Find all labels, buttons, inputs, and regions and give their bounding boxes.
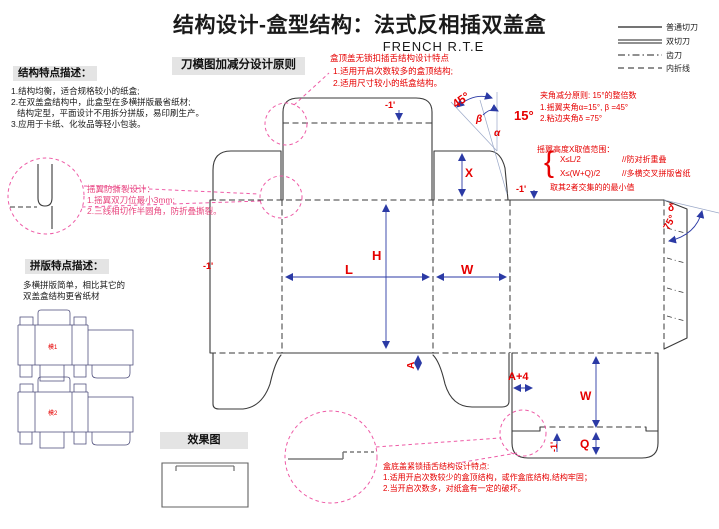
legend-line-samples (618, 26, 662, 69)
angle-construction-lines (450, 92, 719, 214)
dim-H: H (372, 248, 382, 263)
page-title: 结构设计-盒型结构：法式反相插双盖盒 (173, 14, 546, 37)
structure-note-1: 1.结构均衡，适合规格较小的纸盒; (11, 86, 140, 96)
dim-minus1-backpanel: -1' (516, 184, 527, 194)
principle-section-header: 刀模图加减分设计原则 (172, 57, 305, 75)
legend-label-perforation: 齿刀 (666, 51, 682, 60)
imposition-die1-label: 模1 (48, 345, 58, 351)
angle-annotation-line1: 1.摇翼夹角α=15°, β =45° (540, 103, 629, 112)
wing-height-title: 摇翼高度X取值范围： (537, 145, 615, 154)
tear-annotation-line2: 2.三线相切作半圆角，防折叠撕裂。 (87, 206, 222, 216)
tear-annotation-title: 摇翼防撕裂设计： (87, 184, 156, 194)
bottomlid-annotation-line1: 1.适用开启次数较少的盒顶结构，或作盒底结构,结构牢固； (383, 473, 592, 482)
detail-circles (7, 72, 547, 504)
wing-height-brace: { (544, 146, 555, 179)
bottomlid-annotation-title: 盒底盖紧锁插舌结构设计特点: (383, 462, 490, 471)
structure-note-2: 2.在双盖盒结构中，此盒型在多横拼版最省纸材; (11, 97, 191, 107)
imposition-note-2: 双盖盒结构更省纸材 (23, 291, 100, 301)
dim-15deg: 15° (514, 108, 534, 123)
structure-note-4: 3.应用于卡纸、化妆品等轻小包装。 (11, 119, 146, 129)
dim-minus1-bottom: -1' (549, 441, 559, 452)
dimension-arrows (285, 91, 705, 455)
imposition-note-1: 多横拼版简单，相比其它的 (23, 280, 126, 290)
toplid-annotation-line2: 2.适用尺寸较小的纸盒结构。 (333, 78, 443, 88)
legend-label-inner-fold: 内折线 (666, 64, 690, 73)
structure-note-3: 结构定型，平面设计不用拆分拼版，易印刷生产。 (17, 108, 205, 118)
tear-annotation-line1: 1.摇翼双刀位最小3mm; (87, 195, 175, 205)
structure-section-header: 结构特点描述： (13, 66, 97, 81)
legend-label-double-cut: 双切刀 (666, 37, 690, 46)
dim-A: A (406, 361, 417, 369)
glue-hatch (666, 227, 686, 322)
dim-delta: δ (668, 203, 675, 214)
main-dieline-cuts (209, 97, 688, 459)
bottomlid-annotation-line2: 2.当开启次数多，对纸盒有一定的破坏。 (383, 484, 526, 493)
render-sketch (161, 462, 249, 508)
tear-slot-detail (10, 164, 53, 229)
dim-X: X (465, 166, 474, 180)
dim-beta: β (476, 114, 483, 125)
dim-minus1-left: -1' (203, 261, 214, 271)
dim-Q: Q (580, 437, 590, 451)
toplid-annotation-title: 盒顶盖无锁扣插舌结构设计特点 (330, 53, 450, 63)
wing-height-comment2: //多横交叉拼版省纸 (622, 169, 691, 178)
imposition-die2-label: 模2 (48, 411, 58, 417)
wing-height-formula1: X≤L/2 (560, 155, 581, 164)
toplid-annotation-line1: 1.适用开启次数较多的盒顶结构; (333, 66, 453, 76)
imposition-section-header: 拼版特点描述： (25, 259, 109, 274)
angle-annotation-line2: 2.粘边夹角δ =75° (540, 114, 603, 123)
dim-W-bottom: W (580, 389, 592, 403)
dim-A-plus4: A+4 (508, 371, 529, 383)
dim-L: L (345, 262, 353, 277)
wing-height-formula2: X≤(W+Q)/2 (560, 169, 601, 178)
wing-height-comment1: //防对折重叠 (622, 155, 667, 164)
legend-label-normal-cut: 普通切刀 (666, 23, 698, 32)
dim-alpha: α (494, 128, 501, 139)
page-subtitle: FRENCH R.T.E (382, 39, 485, 54)
angle-annotation-title: 夹角减分原则: 15°的整倍数 (540, 91, 637, 100)
imposition-thumbnails (17, 309, 134, 449)
dim-W-top: W (461, 262, 474, 277)
dim-minus1-tongue: -1' (385, 100, 396, 110)
wing-height-footer: 取其2者交集的的最小值 (550, 183, 635, 192)
lock-slit-detail (288, 451, 374, 460)
render-section-header: 效果图 (160, 432, 248, 450)
